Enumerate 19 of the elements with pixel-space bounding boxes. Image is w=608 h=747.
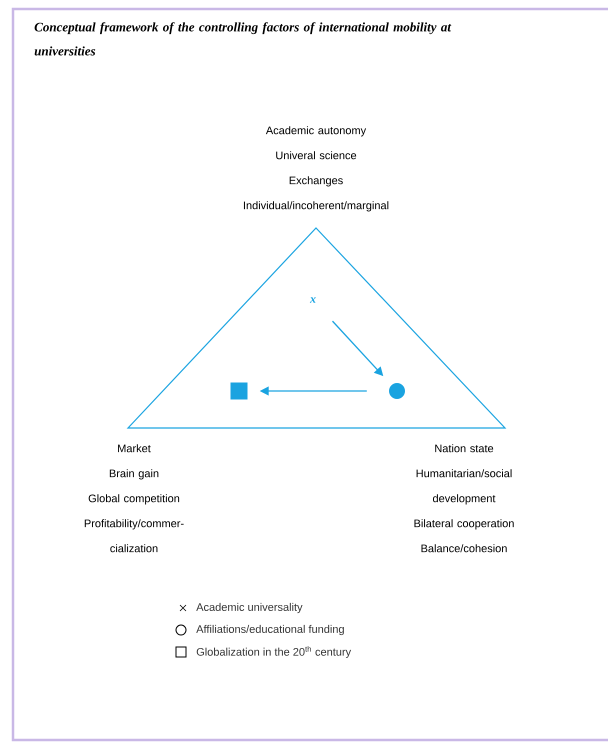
title: Conceptual framework of the controlling factors of international mobility at universities xyxy=(34,22,452,56)
corner-label: Individual/incoherent/marginal xyxy=(244,201,388,212)
marker-label: x xyxy=(310,297,316,303)
corner-label: Market xyxy=(118,444,151,452)
square-marker xyxy=(230,382,248,400)
corner-label: Brain gain xyxy=(110,469,158,480)
corner-label: Academic autonomy xyxy=(266,126,366,136)
corner-label: Humanitarian/social development xyxy=(416,469,512,504)
corner-label: Bilateral cooperation xyxy=(414,519,514,530)
corner-label: Balance/cohesion xyxy=(422,544,507,552)
legend-label: Affiliations/educational funding xyxy=(196,624,344,636)
corner-label: Global competition xyxy=(88,494,180,504)
dot-marker xyxy=(389,383,405,399)
corner-label: Nation state xyxy=(435,444,494,452)
corner-label: Exchanges xyxy=(290,176,343,186)
legend-label: Academic universality xyxy=(196,602,303,614)
legend-label: Globalization in the 20$^{th}$ century xyxy=(196,646,352,658)
corner-label: Univeral science xyxy=(276,151,356,160)
corner-label: Profitability/commer- cialization xyxy=(84,519,184,552)
